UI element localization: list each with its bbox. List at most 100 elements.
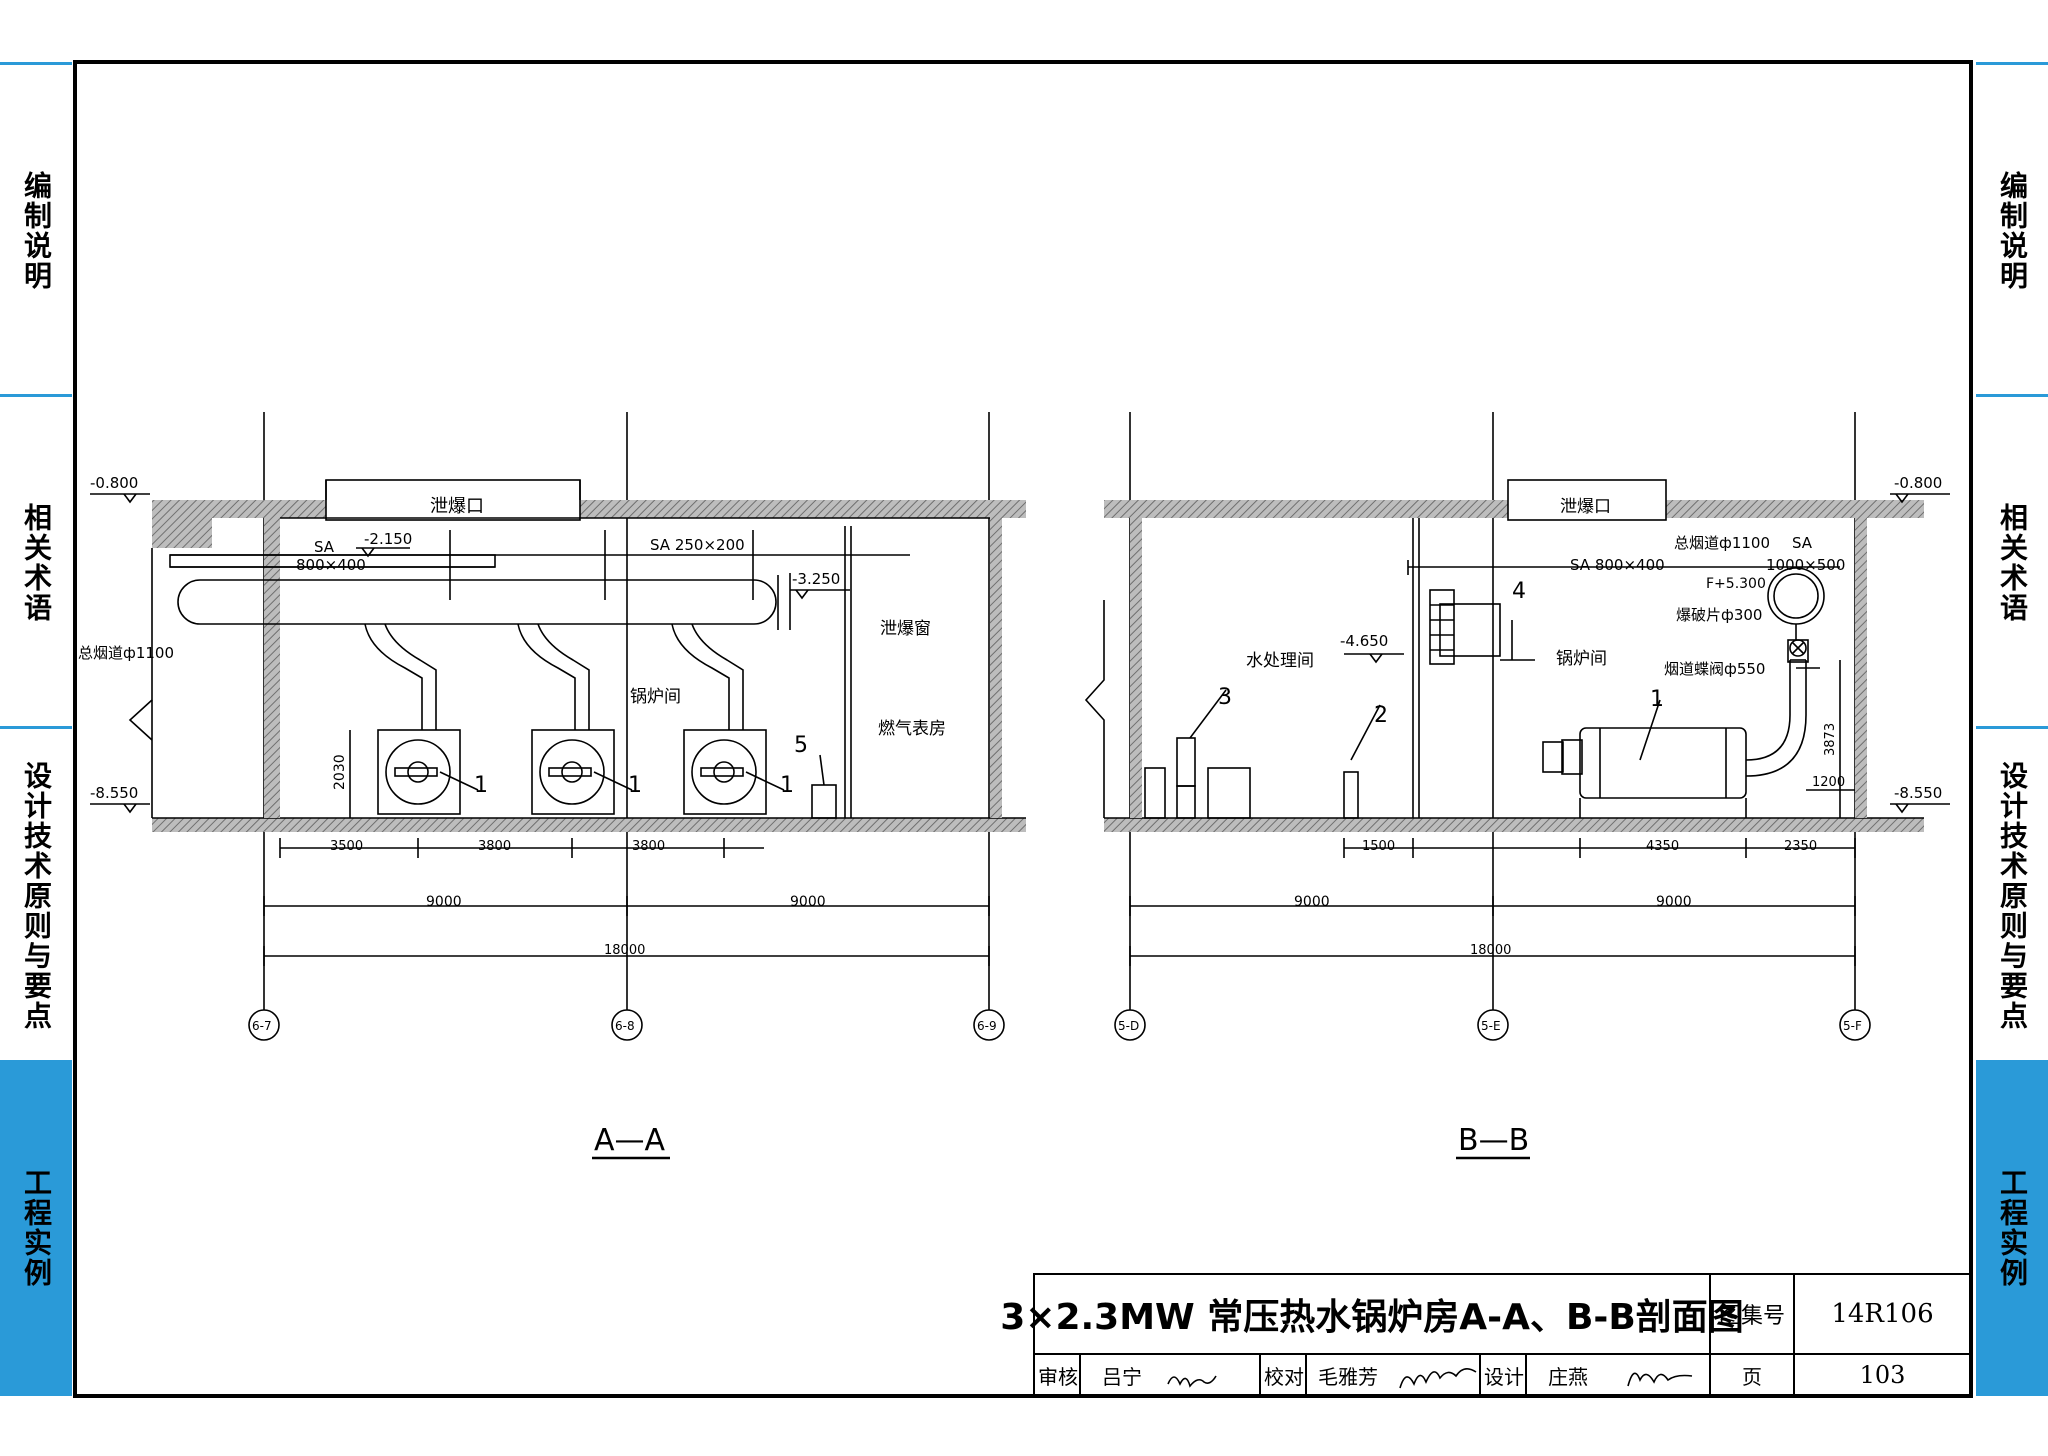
side-tab-left-terms[interactable]: 相关术语: [0, 394, 72, 729]
bb-dim-9000b: 9000: [1656, 894, 1692, 910]
aa-section-title: A—A: [594, 1123, 666, 1158]
check-label: 校对: [1264, 1364, 1304, 1389]
bb-left-wall: [1130, 518, 1142, 818]
aa-axis-2: 6-8: [615, 1019, 635, 1033]
aa-dim-3800b: 3800: [632, 839, 665, 854]
aa-boiler-1: [377, 729, 461, 815]
sheet-border: [73, 60, 1973, 1398]
bb-tag-1: 1: [1650, 687, 1664, 712]
side-tab-right-examples[interactable]: 工程实例: [1976, 1060, 2048, 1396]
side-tab-right-terms[interactable]: 相关术语: [1976, 394, 2048, 729]
aa-dim-9000a: 9000: [426, 894, 462, 910]
aa-dim-3500: 3500: [330, 839, 363, 854]
atlas-number: 14R106: [1831, 1299, 1934, 1329]
bb-item-4-unit: [1439, 603, 1501, 657]
design-label: 设计: [1484, 1364, 1524, 1389]
side-tab-left-principles[interactable]: 设计技术原则与要点: [0, 726, 72, 1063]
section-bb: [1084, 412, 1950, 1160]
bb-main-flue: [1767, 567, 1825, 625]
bb-axis-3: 5-F: [1843, 1019, 1862, 1033]
aa-room-boiler: 锅炉间: [630, 687, 681, 707]
bb-axis-1: 5-D: [1118, 1019, 1139, 1033]
bb-elev-water: -4.650: [1340, 632, 1388, 650]
bb-right-wall: [1855, 518, 1867, 818]
bb-dim-4350: 4350: [1646, 839, 1679, 854]
bb-room-boiler: 锅炉间: [1556, 649, 1607, 669]
aa-relief-window: 泄爆窗: [880, 619, 931, 639]
title-block-frame: [1033, 1273, 1972, 1397]
aa-duct-label-left: SA: [314, 538, 335, 556]
bb-dim-1500: 1500: [1362, 839, 1395, 854]
checker-name: 毛雅芳: [1318, 1364, 1378, 1389]
aa-main-flue: [177, 579, 777, 625]
aa-opening-label: 泄爆口: [430, 496, 484, 517]
aa-room-meter: 燃气表房: [878, 719, 946, 739]
bb-axis-2: 5-E: [1481, 1019, 1501, 1033]
bb-elev-top: -0.800: [1894, 474, 1942, 492]
aa-tag-1a: 1: [474, 773, 488, 798]
bb-item-2-pump: [1343, 771, 1359, 819]
bb-relief-opening: [1507, 479, 1667, 521]
aa-right-wall: [990, 518, 1002, 818]
bb-duct-size-right: 1000×500: [1766, 556, 1845, 574]
aa-elev-flue: -3.250: [792, 570, 840, 588]
aa-duct-size-left: 800×400: [296, 556, 366, 574]
page-label: 页: [1742, 1364, 1762, 1389]
bb-elev-stack: F+5.300: [1706, 576, 1766, 592]
bb-dim-2350: 2350: [1784, 839, 1817, 854]
aa-elev-duct: -2.150: [364, 530, 412, 548]
bb-dim-9000a: 9000: [1294, 894, 1330, 910]
page-number: 103: [1859, 1361, 1906, 1389]
aa-elev-floor: -8.550: [90, 784, 138, 802]
bb-dim-1200: 1200: [1812, 775, 1845, 790]
aa-left-wall: [264, 518, 280, 818]
bb-tag-2: 2: [1374, 703, 1388, 728]
checker-signature: [1399, 1368, 1477, 1389]
designer-signature: [1627, 1372, 1693, 1387]
review-label: 审核: [1038, 1364, 1078, 1389]
bb-duct-label-right: SA: [1792, 534, 1813, 552]
aa-duct-label-mid: SA 250×200: [650, 536, 745, 554]
bb-section-title: B—B: [1458, 1123, 1529, 1158]
bb-flue-valve: 烟道蝶阀ф550: [1664, 660, 1765, 678]
aa-dim-total: 18000: [604, 943, 645, 958]
bb-tag-3: 3: [1218, 685, 1232, 710]
bb-flue-label: 总烟道ф1100: [1674, 534, 1770, 552]
aa-axis-3: 6-9: [977, 1019, 997, 1033]
side-tab-left-intro[interactable]: 编制说明: [0, 62, 72, 397]
bb-opening-label: 泄爆口: [1560, 497, 1611, 517]
aa-boiler-2: [531, 729, 615, 815]
drawing-title: 3×2.3MW 常压热水锅炉房A-A、B-B剖面图: [1000, 1297, 1744, 1338]
aa-item-5: [811, 784, 837, 819]
aa-tag-1b: 1: [628, 773, 642, 798]
bb-tag-4: 4: [1512, 579, 1526, 604]
bb-rupture-disc: 爆破片ф300: [1676, 606, 1762, 624]
reviewer-signature: [1167, 1375, 1217, 1388]
aa-elev-top: -0.800: [90, 474, 138, 492]
bb-item-3-softener: [1176, 737, 1196, 787]
section-aa: [90, 412, 1026, 1160]
side-tab-right-principles[interactable]: 设计技术原则与要点: [1976, 726, 2048, 1063]
aa-dim-3800a: 3800: [478, 839, 511, 854]
aa-tag-1c: 1: [780, 773, 794, 798]
aa-flue-label: 总烟道ф1100: [78, 644, 174, 662]
side-tab-left-examples[interactable]: 工程实例: [0, 1060, 72, 1396]
bb-duct-label-mid: SA 800×400: [1570, 556, 1665, 574]
bb-elev-floor: -8.550: [1894, 784, 1942, 802]
aa-boiler-height: 2030: [332, 754, 348, 790]
aa-dim-9000b: 9000: [790, 894, 826, 910]
designer-name: 庄燕: [1548, 1364, 1588, 1389]
aa-floor-slab: [152, 818, 1026, 832]
aa-roof-slab: [152, 500, 1026, 518]
side-tab-right-intro[interactable]: 编制说明: [1976, 62, 2048, 397]
reviewer-name: 吕宁: [1102, 1364, 1142, 1389]
bb-boiler-1: [1542, 699, 1747, 818]
bb-dim-total: 18000: [1470, 943, 1511, 958]
atlas-label: 图集号: [1718, 1304, 1785, 1329]
bb-room-water: 水处理间: [1246, 651, 1314, 671]
aa-tag-5: 5: [794, 733, 808, 758]
aa-boiler-3: [683, 729, 767, 815]
bb-dim-vertical: 3873: [1823, 723, 1838, 756]
bb-floor-slab: [1104, 818, 1924, 832]
